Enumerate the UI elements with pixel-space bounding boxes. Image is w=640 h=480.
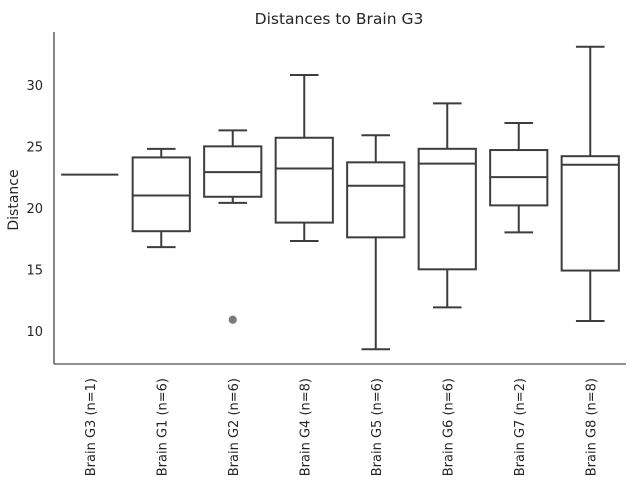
y-tick-label: 10 [26, 325, 43, 340]
y-axis-title: Distance [6, 169, 22, 230]
box-group [203, 129, 263, 324]
box-group [560, 45, 620, 322]
iqr-box [131, 156, 191, 233]
iqr-box [560, 155, 620, 272]
x-axis: Brain G3 (n=1) Brain G1 (n=6) Brain G2 (n=… [54, 363, 626, 476]
x-tick-label: Brain G4 (n=8) [298, 378, 313, 476]
x-tick-label: Brain G3 (n=1) [84, 378, 99, 476]
box-group [489, 121, 549, 234]
y-tick-label: 15 [26, 263, 43, 278]
outlier-point [228, 315, 237, 324]
box-group [417, 102, 477, 309]
iqr-box [346, 161, 406, 239]
boxes-layer [61, 45, 620, 351]
y-tick-label: 20 [26, 202, 43, 217]
x-tick-label: Brain G5 (n=6) [370, 378, 385, 476]
iqr-box [417, 147, 477, 271]
x-tick-label: Brain G2 (n=6) [227, 378, 242, 476]
y-tick-label: 25 [26, 140, 43, 155]
box-group [274, 74, 334, 243]
y-tick-label: 30 [26, 79, 43, 94]
x-tick-label: Brain G6 (n=6) [441, 378, 456, 476]
iqr-box [274, 136, 334, 224]
box-group [346, 134, 406, 351]
x-tick-label: Brain G7 (n=2) [513, 378, 528, 476]
y-axis: 10 15 20 25 30 [26, 32, 55, 364]
x-tick-label: Brain G8 (n=8) [584, 378, 599, 476]
box-group [131, 147, 191, 249]
chart-title: Distances to Brain G3 [255, 10, 424, 28]
x-tick-label: Brain G1 (n=6) [155, 378, 170, 476]
